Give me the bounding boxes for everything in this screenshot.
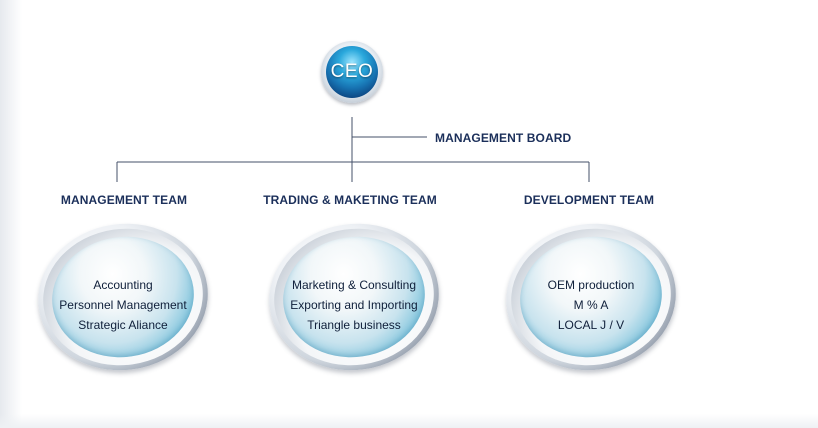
duty-item: LOCAL J / V	[557, 318, 625, 332]
ceo-badge: CEO	[321, 41, 383, 103]
team-duties-management: Accounting Personnel Management Strategi…	[38, 275, 208, 335]
team-title-trading-marketing: TRADING & MAKETING TEAM	[263, 193, 437, 207]
team-circle-management: Accounting Personnel Management Strategi…	[28, 212, 218, 382]
team-title-development: DEVELOPMENT TEAM	[523, 193, 655, 207]
team-duties-trading-marketing: Marketing & Consulting Exporting and Imp…	[269, 275, 439, 335]
ceo-label: CEO	[326, 46, 378, 98]
team-duties-development: OEM production M % A LOCAL J / V	[506, 275, 676, 335]
duty-item: Exporting and Importing	[290, 298, 418, 312]
left-edge-shade	[0, 0, 22, 428]
duty-item: Triangle business	[307, 318, 401, 332]
duty-item: Strategic Aliance	[78, 318, 168, 332]
bottom-edge-shade	[0, 414, 818, 428]
duty-item: Marketing & Consulting	[291, 278, 417, 292]
duty-item: Personnel Management	[59, 298, 187, 312]
duty-item: Accounting	[93, 278, 153, 292]
team-circle-development: OEM production M % A LOCAL J / V	[496, 212, 686, 382]
management-board-label: MANAGEMENT BOARD	[435, 131, 572, 145]
duty-item: OEM production	[547, 278, 635, 292]
team-title-management: MANAGEMENT TEAM	[60, 193, 188, 207]
team-circle-trading-marketing: Marketing & Consulting Exporting and Imp…	[259, 212, 449, 382]
duty-item: M % A	[573, 298, 609, 312]
